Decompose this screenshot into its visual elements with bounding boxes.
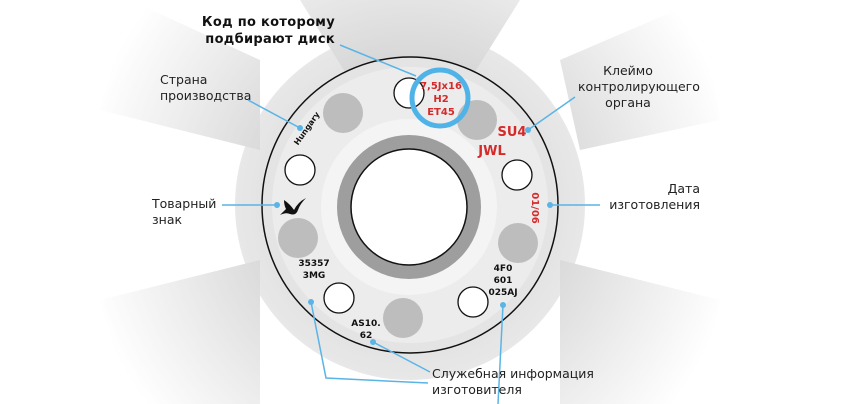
service-left-2: 3MG <box>303 271 326 281</box>
country-label-line1: Страна <box>160 72 208 87</box>
inspection-label-line2: контролирующего <box>578 79 700 94</box>
inspection-stamp-2: JWL <box>477 144 505 159</box>
date-stamp: 01/06 <box>529 192 540 224</box>
size-code-label: Код по которому подбирают диск <box>195 14 335 48</box>
service-right-1: 4F0 <box>494 264 513 274</box>
date-label-line1: Дата <box>667 181 700 196</box>
recess-holes <box>278 93 538 338</box>
size-code-highlight <box>409 67 471 129</box>
service-left-1: 35357 <box>298 259 329 269</box>
date-label-line2: изготовления <box>609 197 700 212</box>
service-right-3: 025AJ <box>488 288 517 298</box>
country-label-line2: производства <box>160 88 252 103</box>
inspection-label-line3: органа <box>605 95 651 110</box>
size-code-line3: ET45 <box>427 107 455 118</box>
swallow-trademark-icon <box>280 198 306 215</box>
center-bore <box>350 148 468 266</box>
trademark-label-line2: знак <box>152 212 183 227</box>
inspection-label: Клеймо контролирующего органа <box>578 63 700 111</box>
size-code-line1: 7,5Jx16 <box>420 81 462 92</box>
country-label: Страна производства <box>160 72 251 104</box>
service-bottom-2: 62 <box>360 331 373 341</box>
inspection-label-line1: Клеймо <box>603 63 653 78</box>
trademark-label-line1: Товарный <box>152 196 217 211</box>
service-bottom-1: AS10. <box>351 319 380 329</box>
service-label-line1: Служебная информация <box>432 366 594 381</box>
date-label: Дата изготовления <box>605 181 700 213</box>
service-label-line2: изготовителя <box>432 382 522 397</box>
inspection-stamp-1: SU4 <box>498 125 527 140</box>
size-code-label-line2: подбирают диск <box>205 32 335 47</box>
trademark-label: Товарный знак <box>152 196 216 228</box>
leader-lines <box>222 44 600 404</box>
size-code-label-line1: Код по которому <box>201 15 335 30</box>
service-label: Служебная информация изготовителя <box>432 366 594 398</box>
service-right-2: 601 <box>494 276 513 286</box>
size-code-line2: H2 <box>433 94 448 105</box>
leader-dots <box>274 125 553 345</box>
